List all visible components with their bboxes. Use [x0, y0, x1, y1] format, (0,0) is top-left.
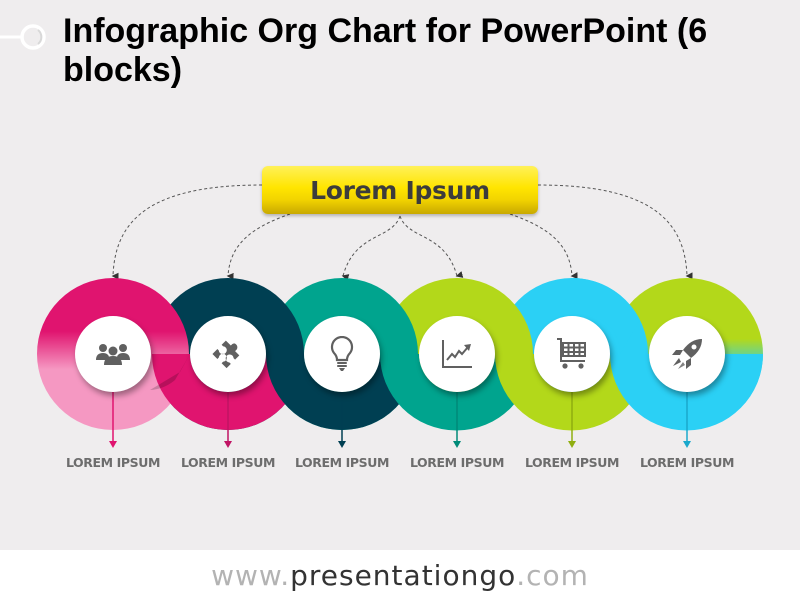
block-2-icon-circle[interactable]	[190, 316, 266, 392]
block-2-label: LOREM IPSUM	[180, 455, 276, 470]
footer-website-link[interactable]: www.presentationgo.com	[0, 550, 800, 600]
cart-icon	[557, 338, 586, 369]
chart-icon	[442, 340, 472, 368]
footer-domain: presentationgo	[290, 558, 517, 592]
puzzle-icon	[212, 340, 240, 369]
block-3-icon-circle[interactable]	[304, 316, 380, 392]
block-1-icon-circle[interactable]	[75, 316, 151, 392]
people-icon	[96, 344, 130, 365]
rocket-icon	[672, 339, 702, 369]
block-6-icon-circle[interactable]	[649, 316, 725, 392]
footer-suffix: .com	[516, 558, 589, 592]
block-6-label: LOREM IPSUM	[639, 455, 735, 470]
pointer-lines	[109, 390, 691, 448]
connectors	[111, 184, 693, 281]
root-label: Lorem Ipsum	[310, 175, 490, 205]
block-5-icon-circle[interactable]	[534, 316, 610, 392]
page-title: Infographic Org Chart for PowerPoint (6 …	[63, 12, 708, 89]
block-4-icon-circle[interactable]	[419, 316, 495, 392]
footer-prefix: www.	[211, 558, 291, 592]
title-hook-icon	[0, 24, 46, 50]
block-3-label: LOREM IPSUM	[294, 455, 390, 470]
root-node[interactable]: Lorem Ipsum	[262, 166, 538, 214]
lightbulb-icon	[330, 336, 354, 371]
block-5-label: LOREM IPSUM	[524, 455, 620, 470]
block-1-label: LOREM IPSUM	[65, 455, 161, 470]
block-4-label: LOREM IPSUM	[409, 455, 505, 470]
